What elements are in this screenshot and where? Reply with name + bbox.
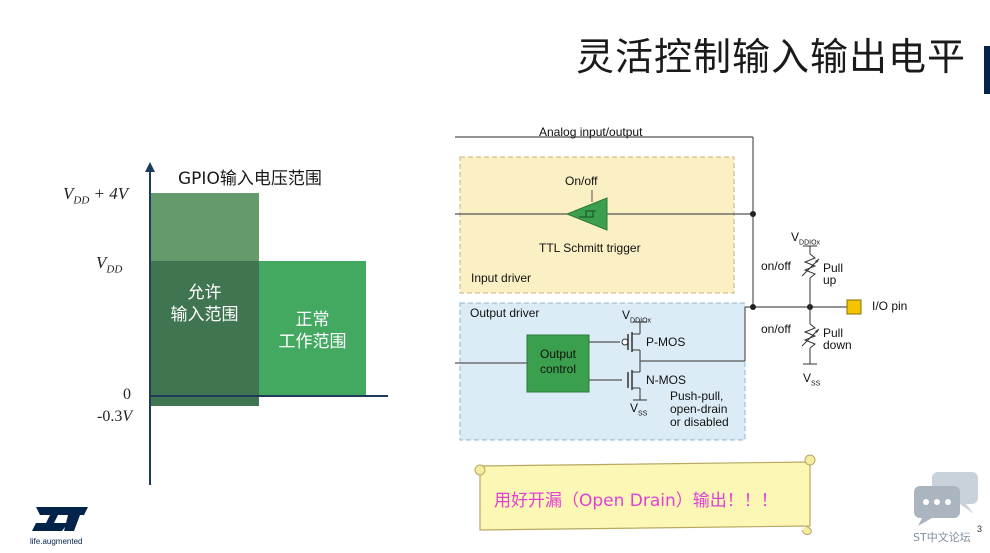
nmos-label: N-MOS [646,373,686,387]
junction-dot-input [750,211,756,217]
level-vdd-plus-4v: VDD + 4V [63,184,129,207]
pull-down-label: Pull down [823,327,852,351]
normal-range-label: 正常 工作范围 [259,309,366,353]
pull-down-switch-label: on/off [761,322,791,336]
schmitt-trigger-symbol [565,197,608,231]
page-title: 灵活控制输入输出电平 [575,35,966,79]
io-pin-label: I/O pin [872,299,908,313]
allowed-range-label-line1: 允许 [187,283,222,303]
mode-line3: or disabled [670,415,729,429]
forum-label: ST中文论坛 [913,531,971,544]
input-driver-label: Input driver [471,271,532,285]
voltage-range-graphic [145,162,388,485]
output-driver-box [459,302,746,441]
pmos-gate-bubble [621,338,629,346]
vss-output-label: VSS [630,401,648,418]
io-pin-square [846,299,862,315]
gpio-circuit-diagram: Analog input/output On/off TTL Schmitt t… [440,110,990,450]
analog-io-label: Analog input/output [539,125,643,139]
scroll-curl-right [804,454,816,466]
page-number: 3 [977,524,983,534]
st-logo-mark [32,507,88,531]
chart-heading: GPIO输入电压范围 [178,169,322,189]
output-control-line2: control [539,362,577,376]
hysteresis-icon [579,210,596,218]
pull-down-line2: down [823,338,852,352]
level-negative: -0.3V [97,408,133,425]
allowed-range-label-line2: 输入范围 [170,305,239,325]
allowed-range-lower-box [150,261,259,406]
normal-range-label-line1: 正常 [295,310,330,330]
scroll-graphic [474,454,816,535]
mode-line2: open-drain [670,402,728,416]
scroll-body [479,461,811,531]
allowed-range-label: 允许 输入范围 [150,282,259,326]
logo-tagline: life.augmented [30,537,83,546]
scroll-curl-bottom [801,525,812,535]
chat-icon [910,470,982,533]
level-zero: 0 [123,386,131,403]
pull-up-label: Pull up [823,262,843,286]
voltage-range-chart: GPIO输入电压范围 VDD + 4V VDD 0 -0.3V 允许 输入范围 … [0,0,440,553]
mode-line1: Push-pull, [670,389,724,403]
output-control-label: Output control [527,347,589,377]
pull-up-resistor [803,253,817,279]
note-text: 用好开漏（Open Drain）输出！！！ [494,491,778,511]
st-logo [28,505,92,538]
level-vdd: VDD [96,253,123,276]
vddiox-top-label: VDDIOx [622,308,652,325]
pull-up-arrowhead [815,259,819,263]
schmitt-trigger-label: TTL Schmitt trigger [539,241,641,255]
chat-bubbles-icon [914,472,978,526]
output-control-box [526,334,590,393]
output-driver-label: Output driver [470,306,540,320]
pull-down-line1: Pull [823,326,844,340]
junction-dot-main [750,304,756,310]
allowed-range-upper-box [150,193,259,261]
pmos-label: P-MOS [646,335,686,349]
normal-range-box [259,261,366,396]
pull-down-arrowhead [815,329,819,333]
normal-range-label-line2: 工作范围 [278,332,347,352]
pull-down-resistor [803,323,817,349]
pull-up-line1: Pull [823,261,844,275]
pull-up-switch-label: on/off [761,259,791,273]
vss-pull-label: VSS [803,371,821,388]
title-accent-bar [984,46,990,94]
on-off-label: On/off [565,174,598,188]
y-axis-arrow [145,162,155,172]
vddiox-pull-label: VDDIOx [791,230,821,247]
output-modes-label: Push-pull, open-drain or disabled [670,390,729,429]
pull-up-line2: up [823,273,837,287]
gpio-circuit-graphic [455,136,862,441]
scroll-note: 用好开漏（Open Drain）输出！！！ [470,452,822,542]
output-control-line1: Output [539,347,577,361]
scroll-curl-left [474,464,486,476]
